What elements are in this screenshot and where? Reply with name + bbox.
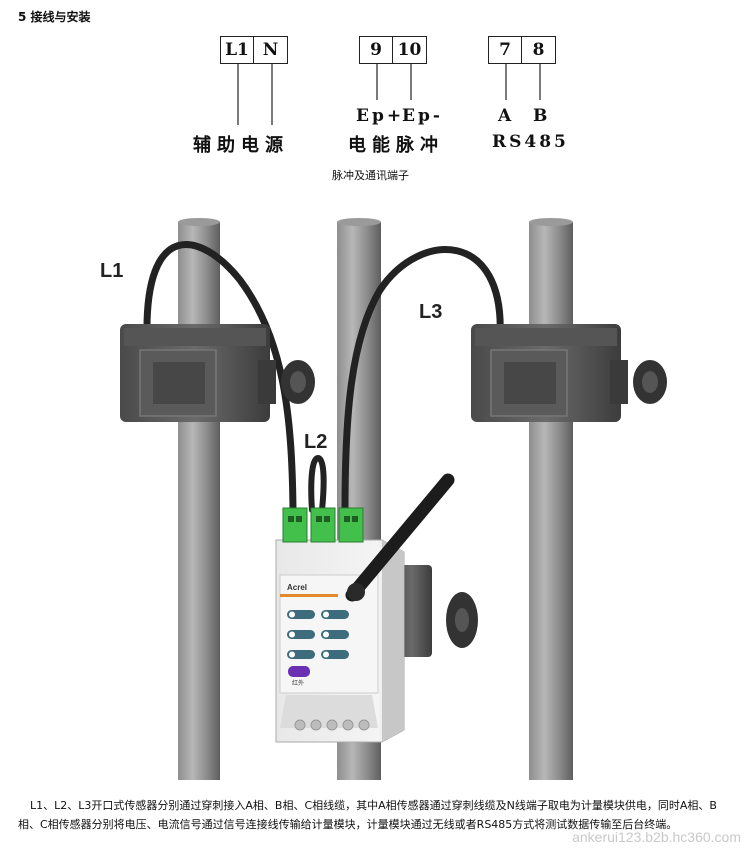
section-title: 5 接线与安装	[18, 10, 91, 24]
rs485-a-label: A	[498, 106, 515, 126]
sensor-left	[120, 324, 315, 422]
terminal-cell-10: 10	[397, 40, 422, 60]
terminal-caption: 脉冲及通讯端子	[332, 169, 409, 182]
sensor-middle	[392, 565, 478, 657]
aux-power-label: 辅助电源	[193, 135, 289, 156]
installation-description: L1、L2、L3开口式传感器分别通过穿刺接入A相、B相、C相线缆，其中A相传感器…	[18, 799, 717, 831]
brand-logo: Acrel	[287, 583, 307, 592]
sensor-right	[471, 324, 667, 422]
terminal-cell-9: 9	[360, 37, 393, 63]
metering-module: Acrel 红外	[275, 473, 455, 743]
infrared-label: 红外	[292, 679, 304, 687]
sensor-label-l3: L3	[419, 301, 442, 323]
aux-power-terminal: L1 N	[220, 36, 288, 64]
rs485-terminal: 7 8	[488, 36, 556, 64]
sensor-label-l1: L1	[100, 260, 123, 282]
cable-pole-right	[529, 222, 573, 780]
terminal-lead-lines	[237, 62, 541, 125]
antenna	[345, 473, 455, 602]
installation-illustration: Acrel 红外	[100, 218, 667, 780]
sensor-cable-l3	[341, 246, 504, 514]
infrared-window	[288, 666, 310, 677]
terminal-cell-8: 8	[532, 40, 545, 60]
ep-minus-label: Ep-	[402, 106, 443, 126]
terminal-cell-l1: L1	[221, 37, 254, 63]
sensor-cable-l2	[308, 454, 327, 513]
pulse-terminal: 9 10	[359, 36, 427, 64]
ep-plus-label: Ep+	[356, 106, 405, 126]
pulse-label: 电能脉冲	[348, 135, 444, 156]
terminal-cell-7: 7	[489, 37, 522, 63]
sensor-cable-l1	[143, 241, 297, 514]
signal-connectors	[282, 507, 364, 543]
cable-pole-left	[178, 222, 220, 780]
sensor-label-l2: L2	[304, 431, 327, 453]
rs485-label: RS485	[492, 132, 569, 152]
terminal-cell-n: N	[262, 40, 279, 60]
watermark-text: ankerui123.b2b.hc360.com	[572, 829, 741, 845]
rs485-b-label: B	[533, 106, 551, 126]
